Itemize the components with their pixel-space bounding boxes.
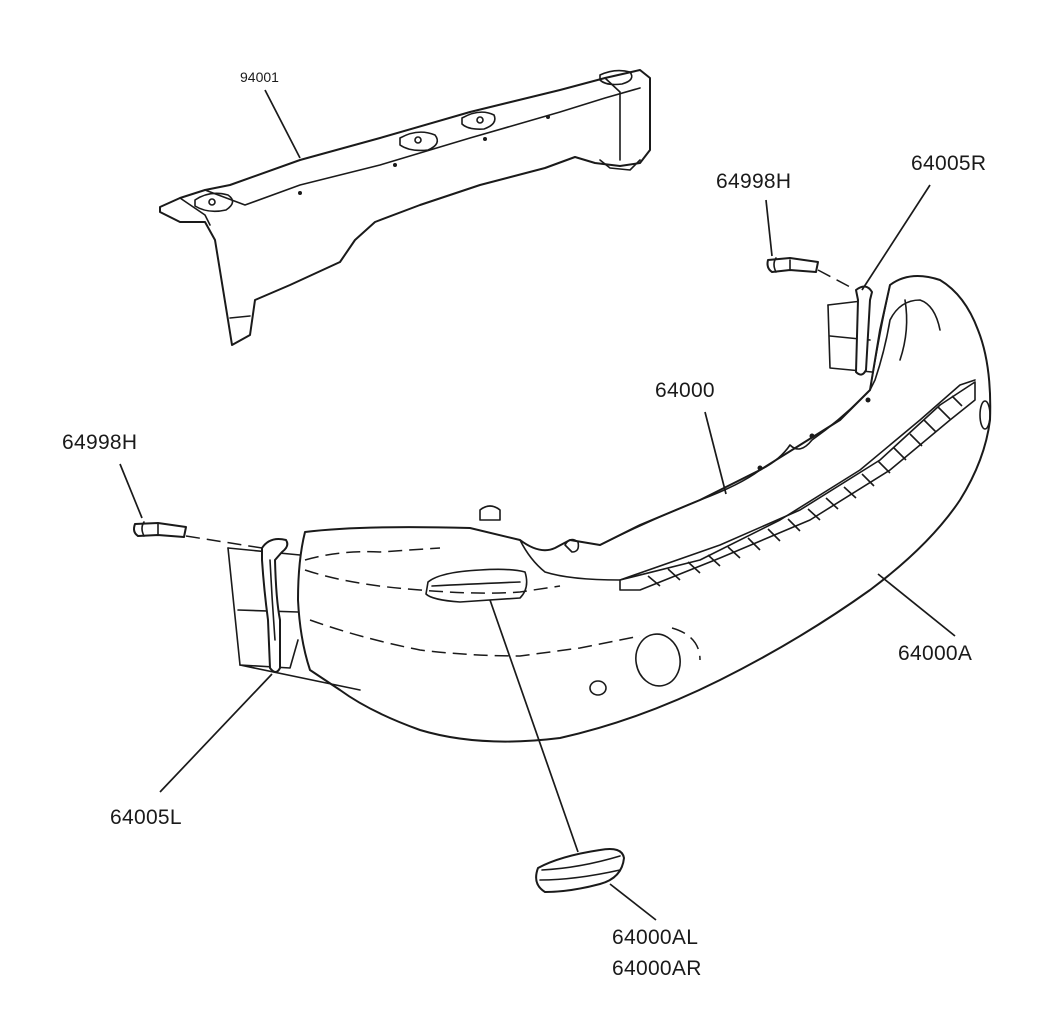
label-64000: 64000 bbox=[655, 379, 715, 402]
reflector-64000AL-AR bbox=[535, 848, 625, 893]
bumper-cover-64000 bbox=[297, 275, 992, 743]
label-64005L: 64005L bbox=[110, 806, 182, 829]
label-64998H-left: 64998H bbox=[62, 431, 137, 454]
right-bracket-64005R bbox=[827, 285, 873, 376]
label-64005R: 64005R bbox=[911, 152, 986, 175]
bolt-right-64998H bbox=[766, 257, 853, 289]
label-64000AL: 64000AL bbox=[612, 926, 698, 949]
reinforcement-beam-94001 bbox=[159, 69, 651, 346]
label-64998H-right: 64998H bbox=[716, 170, 791, 193]
label-94001: 94001 bbox=[240, 69, 279, 85]
left-bracket-64005L bbox=[227, 538, 361, 691]
bolt-left-64998H bbox=[133, 521, 263, 549]
step-pad-ribs bbox=[647, 395, 963, 587]
label-64000AR: 64000AR bbox=[612, 957, 702, 980]
label-64000A: 64000A bbox=[898, 642, 972, 665]
leader-lines bbox=[119, 89, 956, 921]
